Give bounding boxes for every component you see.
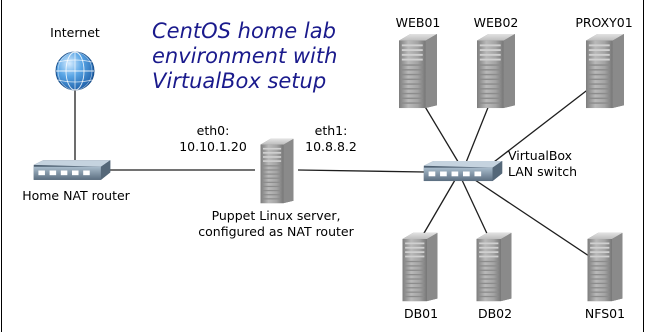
web01-server-icon — [399, 33, 437, 109]
eth1-name-label: eth1: — [315, 123, 348, 138]
switch-label-line-2: LAN switch — [508, 164, 577, 179]
link-switch-db02 — [461, 179, 491, 241]
link-puppet-switch — [297, 169, 426, 173]
diagram-title-line-1: CentOS home lab — [152, 19, 336, 43]
proxy01-label: PROXY01 — [575, 15, 632, 30]
eth0-name-label: eth0: — [197, 123, 230, 138]
diagram-title-line-2: environment with — [152, 44, 337, 68]
diagram-title-line-3: VirtualBox setup — [152, 69, 326, 93]
proxy01-server-icon — [586, 33, 624, 109]
puppet-server-label-line-1: Puppet Linux server, — [212, 208, 341, 223]
home-router-label: Home NAT router — [22, 188, 130, 203]
virtualbox-switch-icon — [423, 160, 503, 182]
web01-label: WEB01 — [396, 15, 441, 30]
db01-server-icon — [402, 232, 438, 302]
web02-server-icon — [477, 33, 515, 109]
link-switch-proxy01 — [489, 87, 591, 166]
db02-server-icon — [476, 232, 512, 302]
nfs01-label: NFS01 — [585, 306, 625, 321]
db02-label: DB02 — [478, 306, 512, 321]
puppet-server-label-line-2: configured as NAT router — [198, 224, 354, 239]
eth0-ip-label: 10.10.1.20 — [179, 139, 247, 154]
internet-label: Internet — [50, 25, 100, 40]
web02-label: WEB02 — [474, 15, 519, 30]
eth1-ip-label: 10.8.8.2 — [305, 139, 357, 154]
nfs01-server-icon — [587, 232, 623, 302]
puppet-server-icon — [260, 138, 294, 204]
switch-label-line-1: VirtualBox — [508, 148, 572, 163]
link-switch-nfs01 — [474, 179, 596, 261]
home-router-icon — [33, 160, 111, 180]
globe-icon — [55, 51, 95, 91]
db01-label: DB01 — [404, 306, 438, 321]
link-switch-db01 — [419, 179, 456, 241]
network-links — [74, 87, 596, 261]
